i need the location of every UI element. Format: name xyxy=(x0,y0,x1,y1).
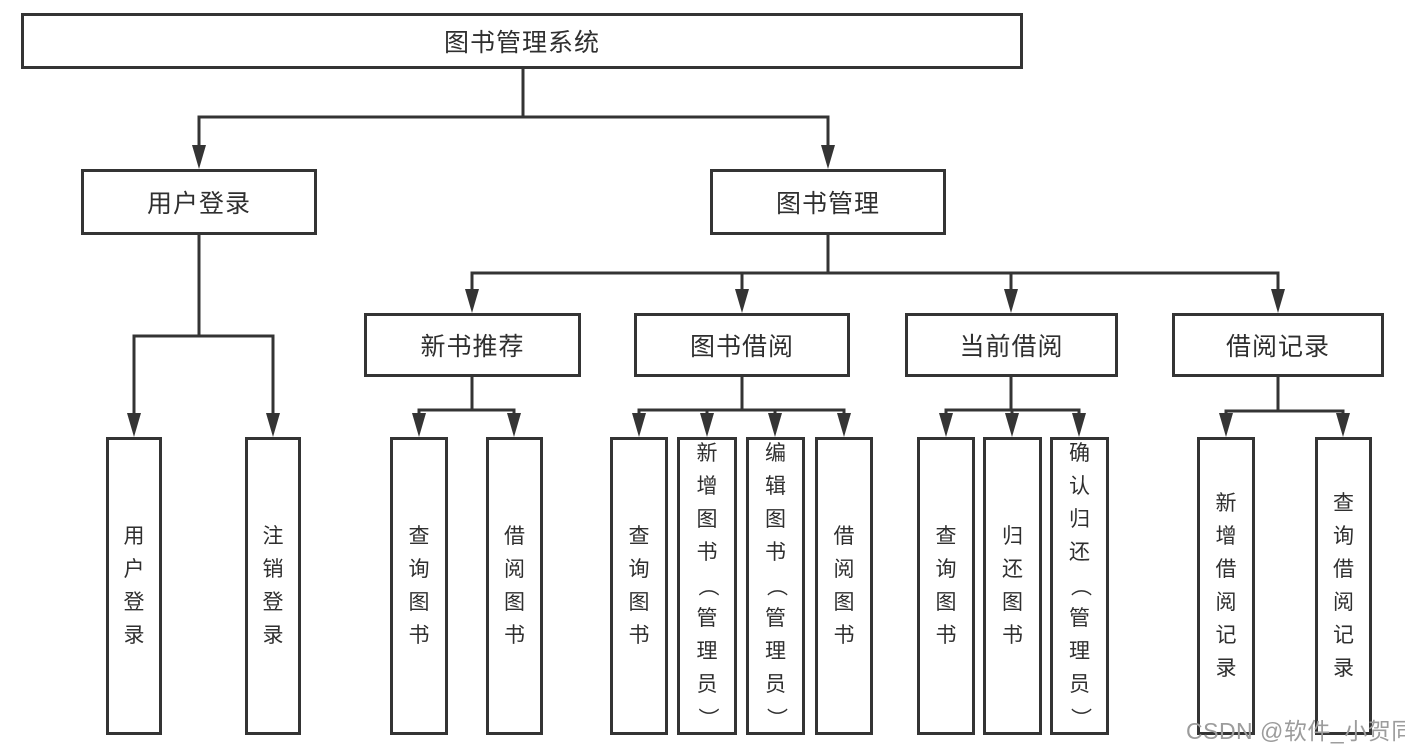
connector-book-borrow-children xyxy=(632,375,851,437)
leaf-user-login: 用户登录 xyxy=(106,437,162,735)
node-borrow-records: 借阅记录 xyxy=(1172,313,1384,377)
arrowhead xyxy=(1072,413,1086,437)
node-book-borrowing: 图书借阅 xyxy=(634,313,850,377)
leaf-newrec-borrow-books: 借阅图书 xyxy=(486,437,543,735)
arrowhead xyxy=(735,289,749,313)
arrowhead xyxy=(1219,413,1233,437)
leaf-borrow-edit-books-admin: 编辑图书（管理员） xyxy=(746,437,805,735)
arrowhead xyxy=(412,413,426,437)
arrowhead xyxy=(1004,289,1018,313)
arrowhead xyxy=(465,289,479,313)
arrowhead xyxy=(700,413,714,437)
leaf-borrow-borrow-books: 借阅图书 xyxy=(815,437,873,735)
arrowhead xyxy=(192,145,206,169)
connector-root-to-level2 xyxy=(192,67,835,169)
arrowhead xyxy=(939,413,953,437)
arrowhead xyxy=(1005,413,1019,437)
leaf-records-query-record: 查询借阅记录 xyxy=(1315,437,1372,735)
node-current-borrowing: 当前借阅 xyxy=(905,313,1118,377)
node-library-system: 图书管理系统 xyxy=(21,13,1023,69)
leaf-borrow-query-books: 查询图书 xyxy=(610,437,668,735)
leaf-logout: 注销登录 xyxy=(245,437,301,735)
leaf-newrec-query-books: 查询图书 xyxy=(390,437,448,735)
arrowhead xyxy=(837,413,851,437)
connector-current-borrow-children xyxy=(939,375,1086,437)
node-book-management: 图书管理 xyxy=(710,169,946,235)
arrowhead xyxy=(1336,413,1350,437)
node-user-login: 用户登录 xyxy=(81,169,317,235)
arrowhead xyxy=(821,145,835,169)
node-new-book-recommend: 新书推荐 xyxy=(364,313,581,377)
arrowhead xyxy=(266,413,280,437)
leaf-current-query-books: 查询图书 xyxy=(917,437,975,735)
arrowhead xyxy=(127,413,141,437)
connector-new-book-children xyxy=(412,375,521,437)
arrowhead xyxy=(1271,289,1285,313)
arrowhead xyxy=(507,413,521,437)
connector-records-children xyxy=(1219,375,1350,437)
leaf-records-add-record: 新增借阅记录 xyxy=(1197,437,1255,735)
csdn-watermark: CSDN @软件_小贺同学 xyxy=(1186,718,1405,744)
arrowhead xyxy=(632,413,646,437)
leaf-current-return-books: 归还图书 xyxy=(983,437,1042,735)
connector-user-login-children xyxy=(127,233,280,437)
arrowhead xyxy=(768,413,782,437)
leaf-current-confirm-return-admin: 确认归还（管理员） xyxy=(1050,437,1109,735)
leaf-borrow-add-books-admin: 新增图书（管理员） xyxy=(677,437,737,735)
connector-book-mgmt-to-level3 xyxy=(465,233,1285,313)
